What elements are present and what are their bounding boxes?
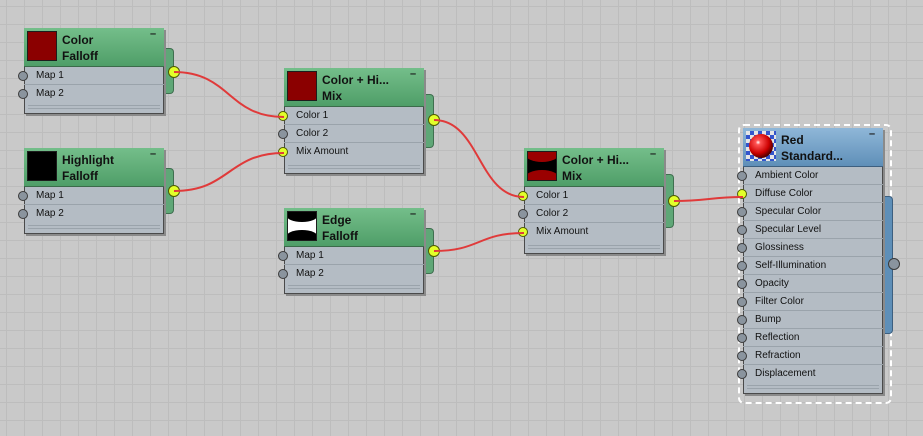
input-socket[interactable] — [278, 129, 288, 139]
input-socket[interactable] — [737, 171, 747, 181]
edge-falloff-swatch-icon — [287, 211, 317, 241]
slot-refraction[interactable]: Refraction — [737, 347, 883, 365]
node-title: Edge Falloff — [322, 213, 358, 243]
output-socket[interactable] — [168, 185, 180, 197]
node-footer — [28, 105, 160, 111]
slot-map-1[interactable]: Map 1 — [18, 187, 164, 205]
input-socket[interactable] — [737, 315, 747, 325]
slot-reflection[interactable]: Reflection — [737, 329, 883, 347]
slot-bump[interactable]: Bump — [737, 311, 883, 329]
slot-map-1[interactable]: Map 1 — [278, 247, 424, 265]
slot-specular-level[interactable]: Specular Level — [737, 221, 883, 239]
input-socket[interactable] — [737, 189, 747, 199]
collapse-button[interactable]: – — [149, 148, 157, 160]
color-swatch — [287, 71, 317, 101]
color-falloff-node[interactable]: Color Falloff – Map 1 Map 2 — [18, 28, 180, 114]
node-title: Color + Hi... Mix — [562, 153, 630, 183]
slot-self-illumination[interactable]: Self-Illumination — [737, 257, 883, 275]
output-socket[interactable] — [168, 66, 180, 78]
collapse-button[interactable]: – — [649, 148, 657, 160]
slot-map-2[interactable]: Map 2 — [18, 85, 164, 103]
output-socket[interactable] — [428, 245, 440, 257]
slot-glossiness[interactable]: Glossiness — [737, 239, 883, 257]
wire-edge-falloff-to-mix2-mixamount — [433, 232, 525, 252]
red-sphere-icon — [746, 131, 776, 161]
slot-mix-amount[interactable]: Mix Amount — [518, 223, 664, 241]
slot-color-2[interactable]: Color 2 — [278, 125, 424, 143]
input-socket[interactable] — [518, 227, 528, 237]
node-footer — [528, 245, 660, 251]
node-title: Red Standard... — [781, 133, 844, 163]
input-socket[interactable] — [18, 71, 28, 81]
slot-map-1[interactable]: Map 1 — [18, 67, 164, 85]
slot-ambient-color[interactable]: Ambient Color — [737, 167, 883, 185]
wire-highlight-falloff-to-mix1-mixamount — [173, 152, 285, 192]
input-socket[interactable] — [737, 225, 747, 235]
slot-map-2[interactable]: Map 2 — [278, 265, 424, 283]
node-header[interactable]: Edge Falloff – — [284, 208, 424, 247]
output-socket[interactable] — [668, 195, 680, 207]
node-footer — [288, 285, 420, 291]
slot-mix-amount[interactable]: Mix Amount — [278, 143, 424, 161]
input-socket[interactable] — [518, 191, 528, 201]
output-socket[interactable] — [428, 114, 440, 126]
edge-falloff-node[interactable]: Edge Falloff – Map 1 Map 2 — [278, 208, 440, 294]
wire-color-falloff-to-mix1-color1 — [173, 71, 285, 118]
input-socket[interactable] — [737, 243, 747, 253]
color-swatch — [27, 31, 57, 61]
input-socket[interactable] — [737, 333, 747, 343]
collapse-button[interactable]: – — [409, 208, 417, 220]
input-socket[interactable] — [278, 111, 288, 121]
input-socket[interactable] — [737, 279, 747, 289]
input-socket[interactable] — [737, 261, 747, 271]
color-swatch — [27, 151, 57, 181]
node-header[interactable]: Color Falloff – — [24, 28, 164, 67]
slot-color-1[interactable]: Color 1 — [278, 107, 424, 125]
slot-diffuse-color[interactable]: Diffuse Color — [737, 185, 883, 203]
wire-mix1-to-mix2-color1 — [433, 119, 525, 198]
slot-displacement[interactable]: Displacement — [737, 365, 883, 383]
node-footer — [28, 225, 160, 231]
node-header[interactable]: Highlight Falloff – — [24, 148, 164, 187]
mix-node-1[interactable]: Color + Hi... Mix – Color 1 Color 2 Mix … — [278, 68, 440, 174]
mix-swatch-icon — [527, 151, 557, 181]
slot-specular-color[interactable]: Specular Color — [737, 203, 883, 221]
node-title: Highlight Falloff — [62, 153, 114, 183]
collapse-button[interactable]: – — [149, 28, 157, 40]
slot-filter-color[interactable]: Filter Color — [737, 293, 883, 311]
input-socket[interactable] — [18, 209, 28, 219]
slot-map-2[interactable]: Map 2 — [18, 205, 164, 223]
input-socket[interactable] — [737, 351, 747, 361]
output-socket[interactable] — [888, 258, 900, 270]
input-socket[interactable] — [737, 369, 747, 379]
input-socket[interactable] — [278, 147, 288, 157]
input-socket[interactable] — [737, 297, 747, 307]
node-header[interactable]: Color + Hi... Mix – — [524, 148, 664, 187]
node-title: Color Falloff — [62, 33, 98, 63]
collapse-button[interactable]: – — [868, 128, 876, 140]
slot-color-2[interactable]: Color 2 — [518, 205, 664, 223]
red-standard-material-node[interactable]: Red Standard... – Ambient Color Diffuse … — [737, 128, 900, 394]
node-footer — [747, 385, 879, 391]
slot-color-1[interactable]: Color 1 — [518, 187, 664, 205]
node-header[interactable]: Color + Hi... Mix – — [284, 68, 424, 107]
input-socket[interactable] — [278, 251, 288, 261]
node-body — [743, 128, 883, 394]
node-header[interactable]: Red Standard... – — [743, 128, 883, 167]
input-socket[interactable] — [18, 191, 28, 201]
slot-opacity[interactable]: Opacity — [737, 275, 883, 293]
mix-node-2[interactable]: Color + Hi... Mix – Color 1 Color 2 Mix … — [518, 148, 680, 254]
node-footer — [288, 165, 420, 171]
input-socket[interactable] — [737, 207, 747, 217]
node-title: Color + Hi... Mix — [322, 73, 390, 103]
input-socket[interactable] — [18, 89, 28, 99]
input-socket[interactable] — [278, 269, 288, 279]
input-socket[interactable] — [518, 209, 528, 219]
wire-mix2-to-material-diffuse — [673, 196, 744, 202]
collapse-button[interactable]: – — [409, 68, 417, 80]
highlight-falloff-node[interactable]: Highlight Falloff – Map 1 Map 2 — [18, 148, 180, 234]
